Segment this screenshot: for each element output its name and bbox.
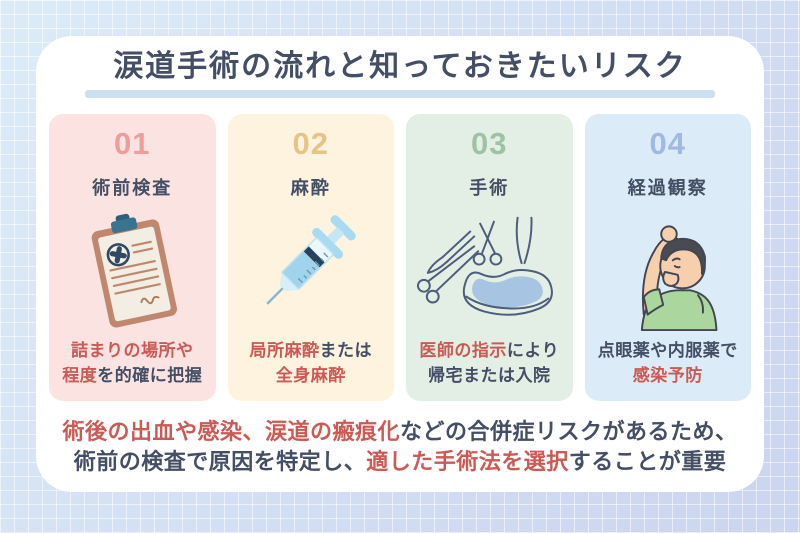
risk-summary-line-2: 術前の検査で原因を特定し、適した手術法を選択することが重要 — [73, 449, 727, 475]
risk-summary-line-1: 術後の出血や感染、涙道の瘢痕化などの合併症リスクがあるため、 — [62, 418, 738, 444]
step-card-follow-up: 04 経過観察 — [584, 113, 751, 401]
eye-drops-person-icon — [589, 200, 748, 340]
surgical-instruments-icon — [410, 200, 569, 340]
steps-row: 01 術前検査 — [49, 113, 751, 401]
risk-summary-text: 術後の出血や感染、涙道の瘢痕化などの合併症リスクがあるため、 術前の検査で原因を… — [49, 417, 751, 479]
step-card-anesthesia: 02 麻酔 — [227, 113, 394, 401]
step-number: 04 — [649, 125, 686, 161]
step-number: 03 — [471, 125, 508, 161]
step-title: 術前検査 — [92, 177, 173, 198]
infographic-panel: 涙道手術の流れと知っておきたいリスク 01 術前検査 — [36, 36, 764, 492]
step-title: 麻酔 — [290, 177, 331, 198]
step-caption: 局所麻酔または 全身麻酔 — [249, 341, 372, 385]
step-caption: 詰まりの場所や 程度を的確に把握 — [62, 341, 203, 385]
step-caption: 点眼薬や内服薬で 感染予防 — [597, 341, 738, 385]
step-card-pre-exam: 01 術前検査 — [49, 113, 216, 401]
step-number: 02 — [292, 125, 329, 161]
step-caption: 医師の指示により 帰宅または入院 — [419, 341, 560, 385]
step-title: 手術 — [469, 177, 510, 198]
step-card-surgery: 03 手術 — [406, 113, 573, 401]
syringe-icon — [232, 200, 391, 340]
step-number: 01 — [114, 125, 151, 161]
clipboard-checklist-icon — [53, 200, 212, 340]
title-underline — [85, 89, 715, 98]
page-title: 涙道手術の流れと知っておきたいリスク — [113, 50, 687, 83]
step-title: 経過観察 — [627, 177, 708, 198]
